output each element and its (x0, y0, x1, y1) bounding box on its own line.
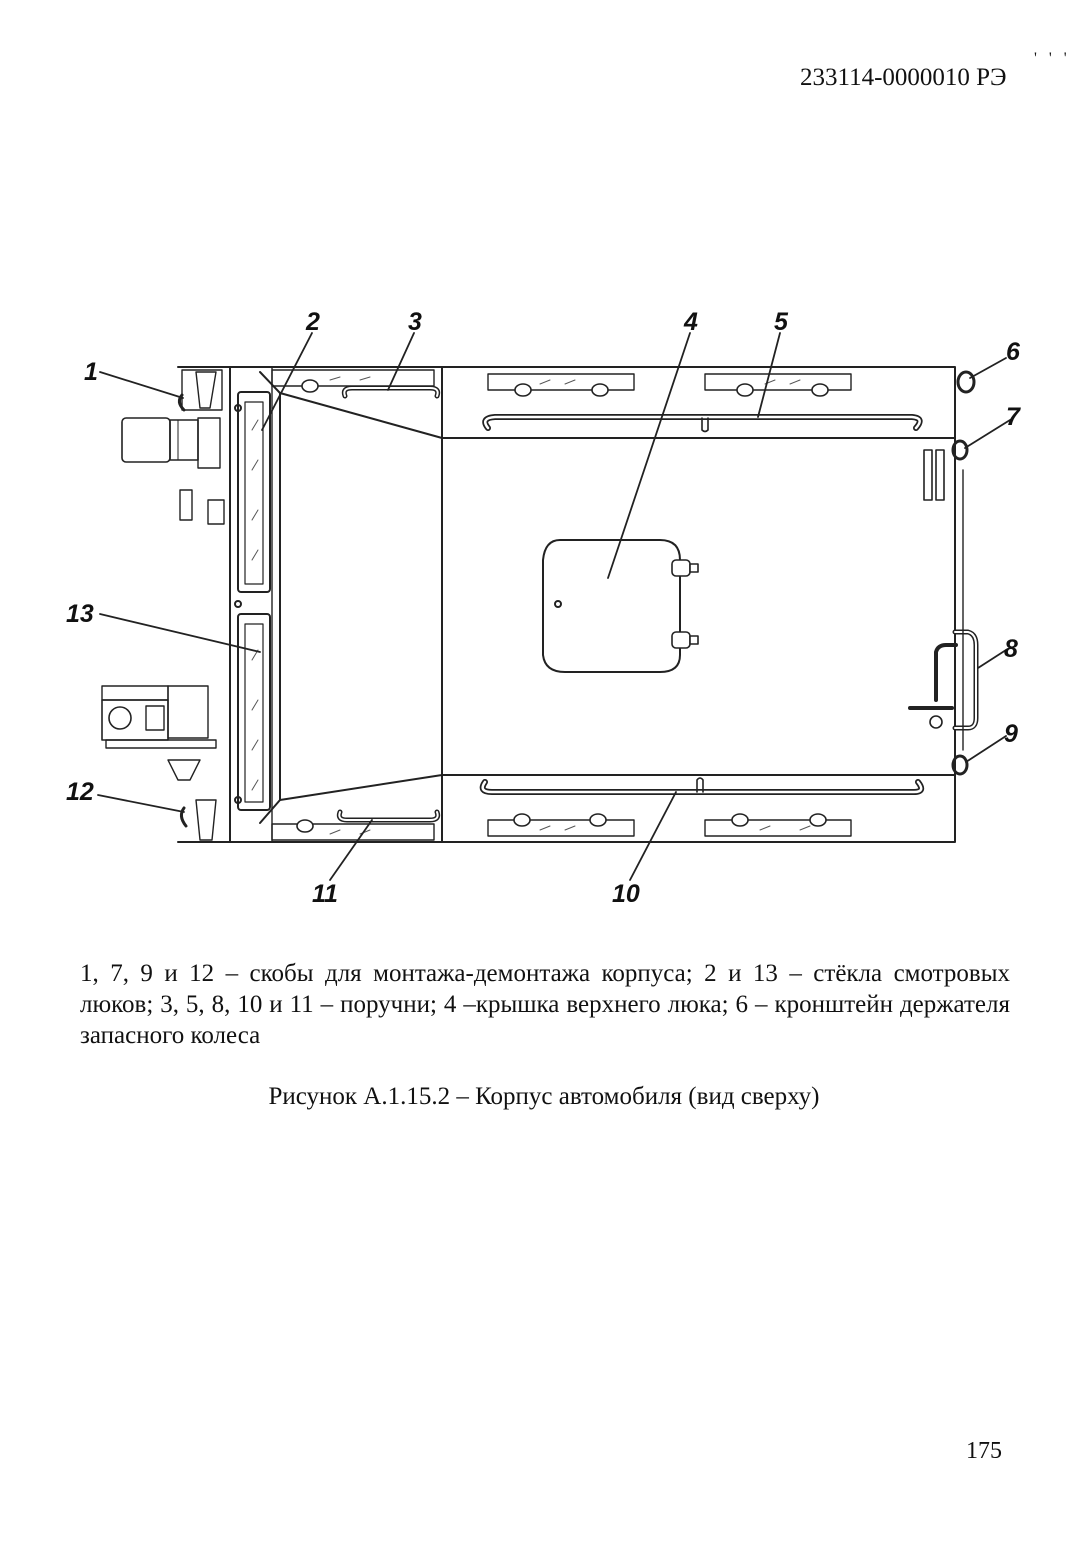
figure-title: Рисунок А.1.15.2 – Корпус автомобиля (ви… (268, 1083, 820, 1110)
callout-1: 1 (84, 358, 98, 386)
corner-marks: ' ' ' (1034, 50, 1071, 67)
callout-4: 4 (683, 308, 698, 336)
document-code: 233114-0000010 РЭ (800, 64, 1007, 91)
handrail-8 (952, 629, 979, 731)
callout-10: 10 (612, 880, 640, 908)
leader-10 (629, 791, 677, 881)
hull-outline (177, 366, 956, 843)
handrail-11 (336, 809, 441, 823)
callout-9: 9 (1004, 720, 1018, 748)
callout-8: 8 (1004, 635, 1018, 663)
glass-13 (237, 613, 271, 811)
bracket-9 (951, 754, 969, 776)
callout-7: 7 (1006, 403, 1021, 431)
bracket-7 (951, 439, 969, 461)
leader-13 (99, 613, 261, 653)
leader-8 (977, 649, 1007, 669)
leader-6 (969, 357, 1007, 379)
callout-6: 6 (1006, 338, 1021, 366)
leader-4 (607, 332, 691, 579)
leader-9 (965, 735, 1007, 763)
leader-11 (329, 819, 373, 881)
leader-2 (261, 332, 313, 431)
leader-5 (757, 332, 781, 418)
bracket-12 (179, 806, 188, 828)
windshield-panel (279, 392, 443, 801)
top-hatch-4 (542, 539, 681, 673)
vehicle-body-drawing: 1 2 3 4 5 6 7 8 9 10 11 12 13 (66, 308, 1021, 908)
figure-legend: 1, 7, 9 и 12 – скобы для монтажа-демонта… (80, 960, 1010, 1049)
bracket-1 (177, 393, 186, 412)
callout-12: 12 (66, 778, 94, 806)
leader-1 (99, 371, 184, 399)
callout-5: 5 (774, 308, 789, 336)
handrail-3 (341, 385, 441, 399)
leader-7 (964, 419, 1011, 449)
leader-12 (97, 794, 185, 813)
handrail-10 (479, 779, 925, 795)
leader-3 (387, 332, 415, 391)
callout-13: 13 (66, 600, 94, 628)
page-number: 175 (966, 1438, 1002, 1464)
glass-2 (237, 391, 271, 593)
callout-2: 2 (305, 308, 320, 336)
bracket-6 (956, 370, 976, 394)
callout-3: 3 (408, 308, 422, 336)
callout-11: 11 (312, 880, 338, 908)
